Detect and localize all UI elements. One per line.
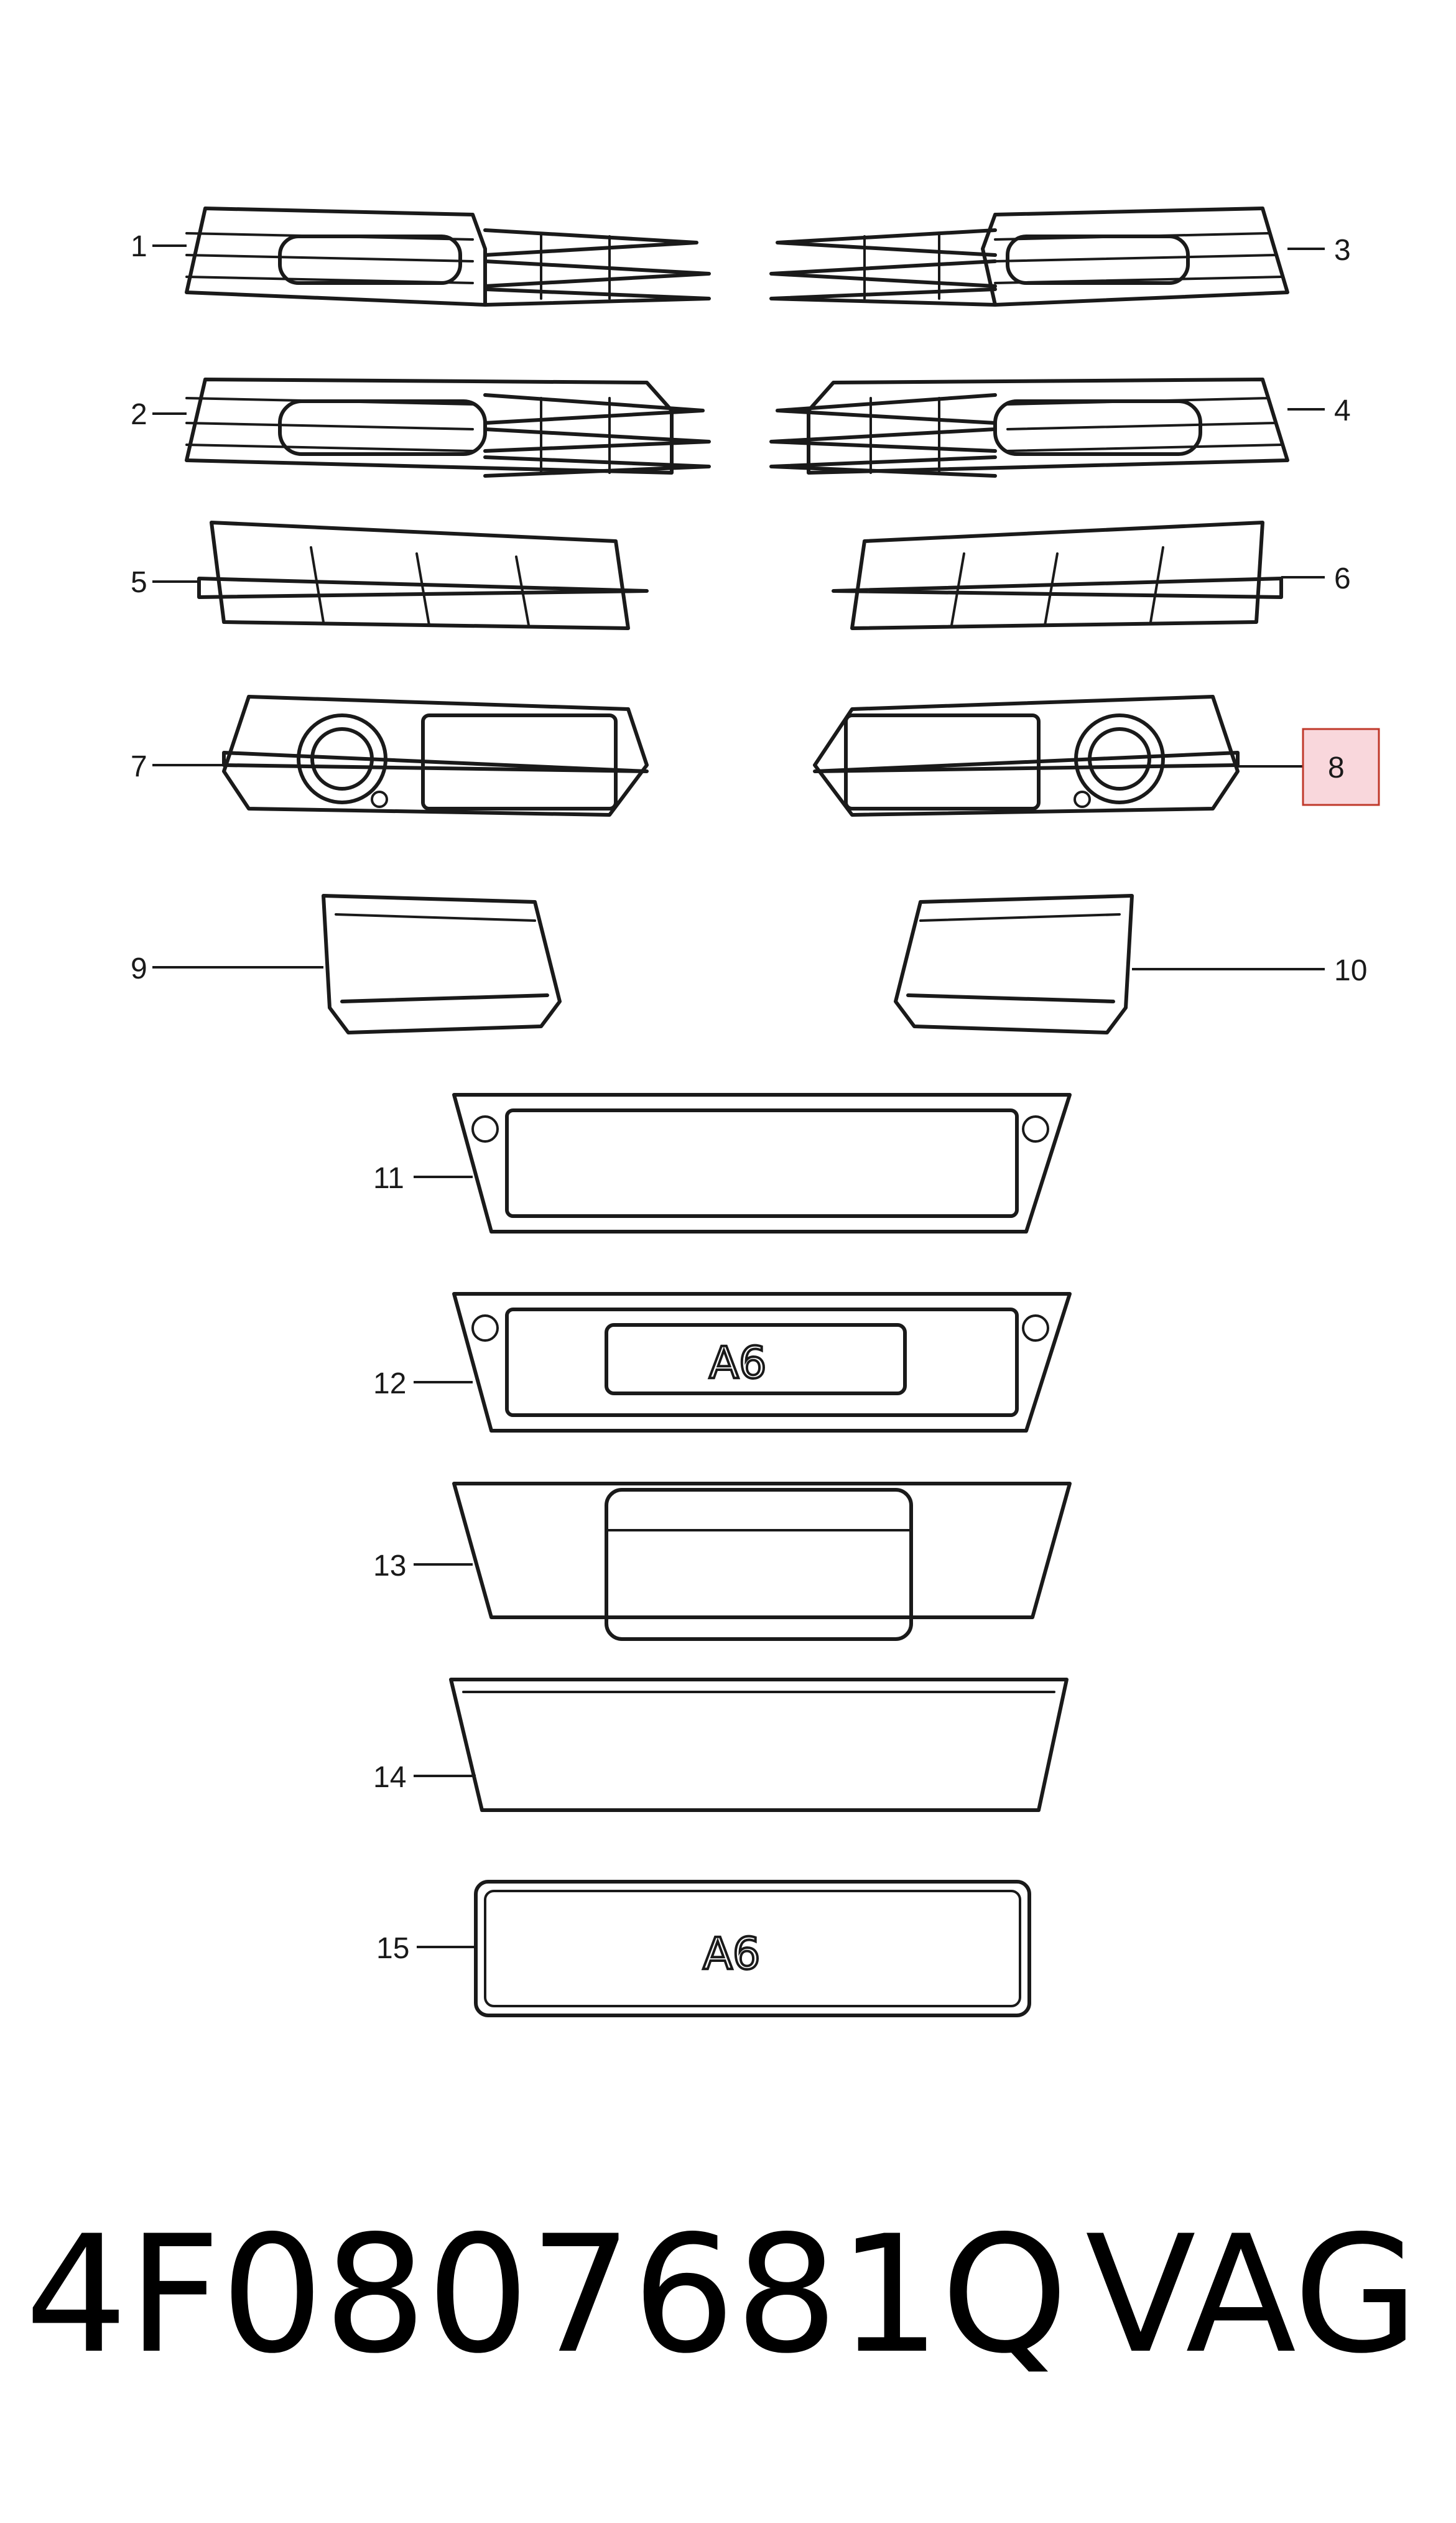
brand-name: VAG bbox=[1085, 2201, 1419, 2389]
emblem-a6-upper: A6 bbox=[709, 1337, 766, 1388]
part-9-left-bracket[interactable] bbox=[322, 894, 562, 1034]
callout-5: 5 bbox=[131, 566, 147, 599]
callout-14: 14 bbox=[373, 1761, 406, 1794]
callout-11: 11 bbox=[373, 1162, 404, 1195]
callout-7: 7 bbox=[131, 750, 147, 783]
callout-9: 9 bbox=[131, 952, 147, 985]
part-8-right-fog-light-grille[interactable] bbox=[813, 695, 1240, 817]
part-12-center-grille-with-emblem[interactable]: A6 bbox=[452, 1292, 1072, 1433]
callout-4: 4 bbox=[1334, 394, 1351, 427]
callout-1: 1 bbox=[131, 230, 147, 263]
part-4-right-grille[interactable] bbox=[769, 378, 1289, 478]
part-3-right-grille[interactable] bbox=[769, 207, 1289, 307]
part-10-right-bracket[interactable] bbox=[894, 894, 1134, 1034]
part-7-left-fog-light-grille[interactable] bbox=[222, 695, 649, 817]
callout-8-highlight bbox=[1302, 728, 1380, 806]
part-13-center-panel[interactable] bbox=[452, 1482, 1072, 1641]
callout-3: 3 bbox=[1334, 234, 1351, 267]
part-5-left-grille-frame[interactable] bbox=[197, 521, 649, 630]
callout-8[interactable]: 8 bbox=[1328, 751, 1345, 784]
callout-10: 10 bbox=[1334, 954, 1367, 987]
callout-13: 13 bbox=[373, 1550, 406, 1582]
parts-diagram: 1 3 2 4 5 6 bbox=[131, 207, 1380, 2017]
callout-15: 15 bbox=[376, 1932, 409, 1965]
part-15-emblem-plate[interactable]: A6 bbox=[474, 1880, 1031, 2017]
part-2-left-grille[interactable] bbox=[185, 378, 711, 478]
part-11-center-grille-frame[interactable] bbox=[452, 1093, 1072, 1234]
callout-2: 2 bbox=[131, 398, 147, 431]
callout-12: 12 bbox=[373, 1367, 406, 1400]
callout-6: 6 bbox=[1334, 562, 1351, 595]
part-14-center-cover[interactable] bbox=[449, 1678, 1069, 1812]
part-6-right-grille-frame[interactable] bbox=[832, 521, 1283, 630]
emblem-a6-lower: A6 bbox=[703, 1928, 760, 1979]
part-number: 4F0807681Q bbox=[25, 2201, 1069, 2389]
part-1-left-grille[interactable] bbox=[185, 207, 711, 307]
footer: 4F0807681Q VAG bbox=[0, 2214, 1456, 2376]
